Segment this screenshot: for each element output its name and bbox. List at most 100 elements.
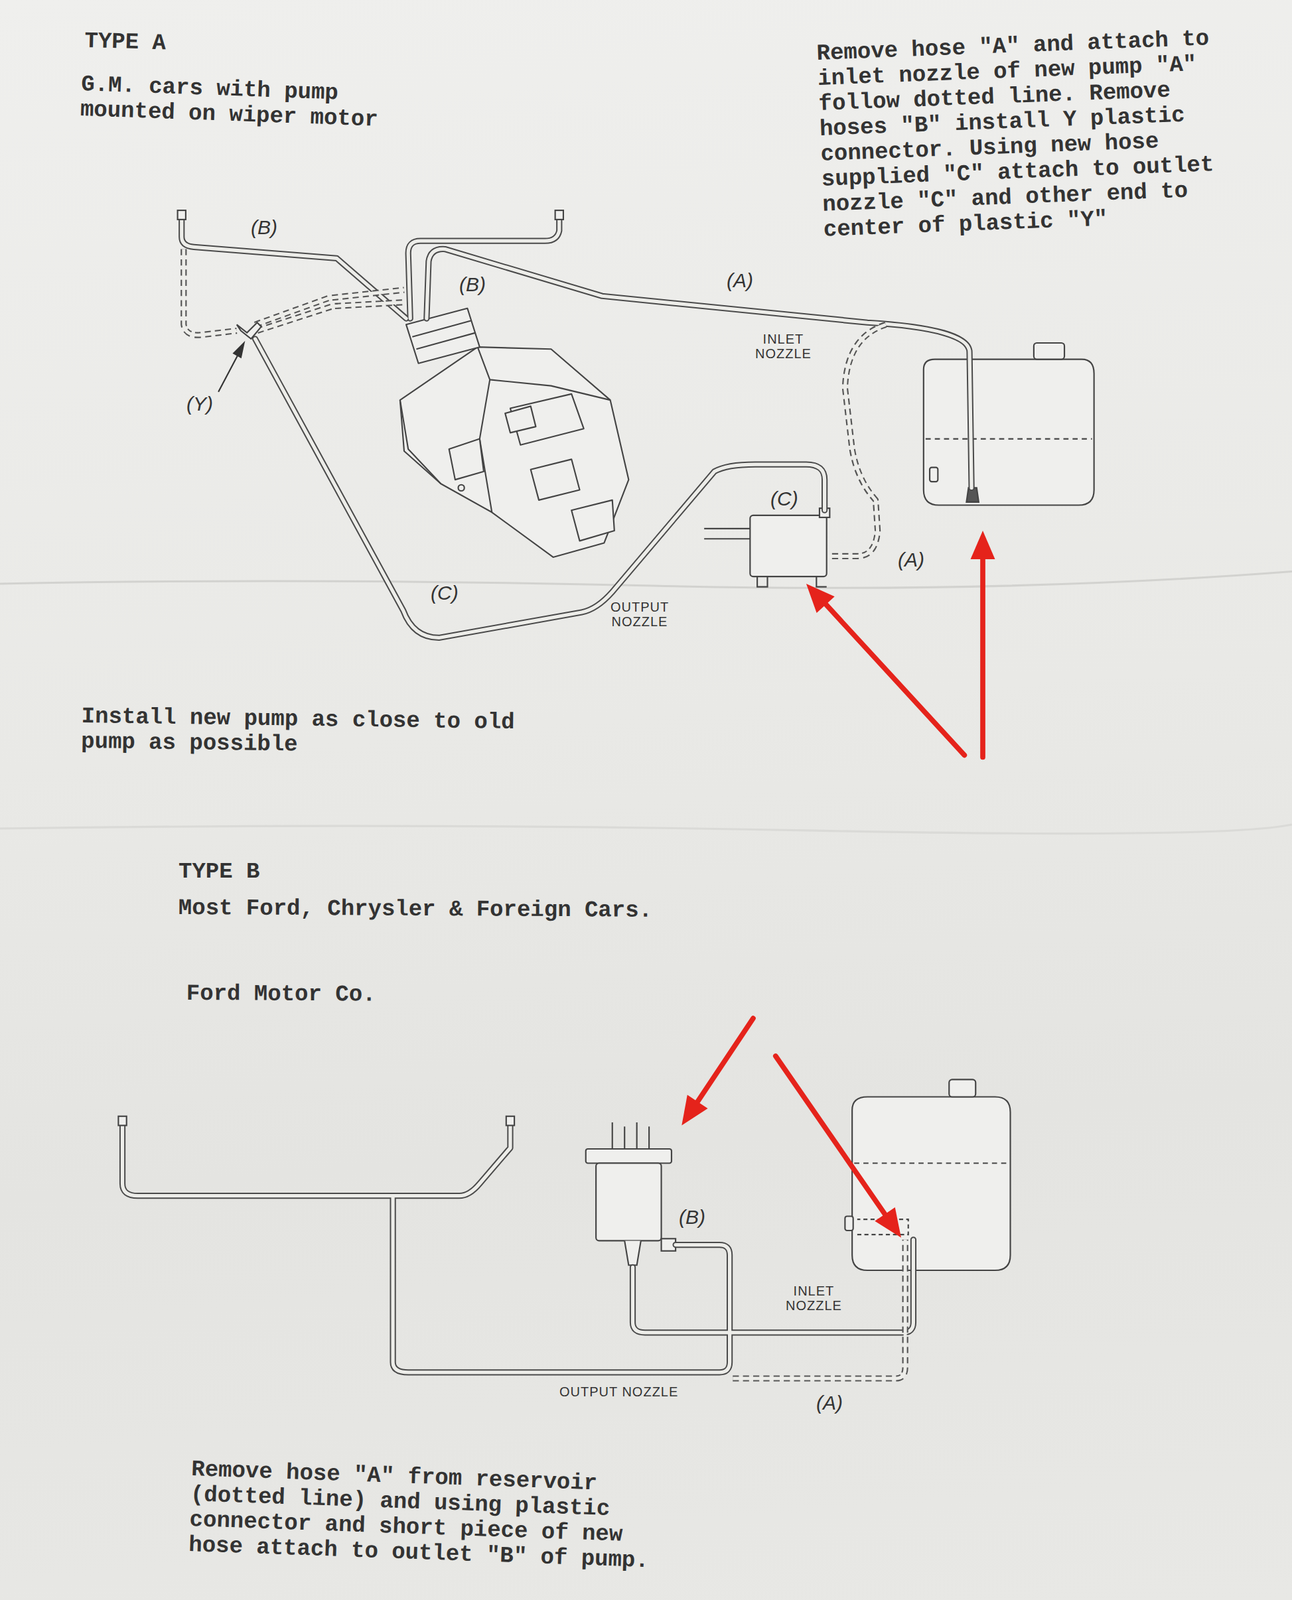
new-pump xyxy=(704,528,750,539)
hose xyxy=(254,339,825,639)
y-connector xyxy=(236,322,262,340)
reservoir xyxy=(929,467,938,483)
reservoir xyxy=(923,343,1095,506)
pump-letter: (C) xyxy=(770,487,799,511)
wiper-motor xyxy=(504,406,536,433)
new-pump xyxy=(585,1149,672,1164)
paper-crease xyxy=(0,572,1292,835)
hose xyxy=(408,216,560,319)
red-arrow xyxy=(980,559,986,758)
nozzle-tip xyxy=(177,210,186,220)
nozzle-tip xyxy=(118,1116,127,1127)
new-pump xyxy=(704,508,830,587)
hose-letter: (A) xyxy=(816,1392,843,1415)
dotted-hose xyxy=(732,1240,906,1379)
instruction-note: Remove hose "A" from reservoir (dotted l… xyxy=(188,1457,659,1575)
reservoir xyxy=(925,438,1093,440)
hose-letter: (B) xyxy=(459,273,486,296)
hose xyxy=(122,1122,914,1373)
section-heading: TYPE B xyxy=(178,859,260,885)
wiper-motor xyxy=(406,308,480,364)
hose xyxy=(633,1240,914,1334)
dotted-hose xyxy=(183,249,237,336)
dotted-hose xyxy=(183,249,886,557)
hose xyxy=(122,1122,511,1197)
nozzle-tip xyxy=(177,210,564,340)
hose xyxy=(633,1240,914,1334)
reservoir xyxy=(844,1079,1010,1271)
section-subtitle: Ford Motor Co. xyxy=(186,981,377,1008)
hose xyxy=(426,248,972,488)
hose-letter: (B) xyxy=(250,216,278,239)
new-pump xyxy=(595,1163,661,1241)
red-arrow xyxy=(681,1094,708,1126)
hose xyxy=(426,248,972,488)
nozzle-label: INLET NOZZLE xyxy=(785,1284,843,1314)
nozzle-label: OUTPUT NOZZLE xyxy=(559,1384,679,1400)
dotted-hose xyxy=(732,1240,906,1379)
wiper-motor xyxy=(477,347,611,401)
hose xyxy=(122,1122,914,1373)
hose xyxy=(181,216,972,638)
nozzle-label: OUTPUT NOZZLE xyxy=(610,599,669,630)
hose xyxy=(122,1122,511,1197)
red-arrow xyxy=(874,1207,902,1239)
wiper-motor xyxy=(571,500,615,542)
hose-letter: (A) xyxy=(897,548,925,572)
new-pump xyxy=(585,1122,676,1266)
wiper-motor xyxy=(458,485,465,492)
hose xyxy=(181,216,972,638)
hose xyxy=(122,1122,914,1373)
nozzle-tip xyxy=(506,1116,515,1127)
hose-letter: (A) xyxy=(726,269,754,292)
connector-letter: (Y) xyxy=(186,392,214,416)
hose-letter: (B) xyxy=(678,1206,706,1229)
leader-arrow xyxy=(218,343,244,393)
reservoir xyxy=(844,1216,853,1231)
nozzle-label: INLET NOZZLE xyxy=(755,331,812,361)
dotted-hose xyxy=(183,249,886,557)
wiper-motor xyxy=(416,333,476,350)
wiper-motor xyxy=(400,400,442,484)
reservoir xyxy=(923,359,1095,506)
wiper-motor xyxy=(400,347,629,558)
red-arrow xyxy=(697,1018,754,1103)
dotted-hose xyxy=(183,249,237,336)
red-arrow xyxy=(970,530,996,560)
red-arrow xyxy=(681,530,995,1239)
dotted-hose xyxy=(828,324,886,557)
dotted-hose xyxy=(732,1240,906,1379)
reservoir xyxy=(948,1079,976,1097)
wiper-motor xyxy=(449,439,484,481)
section-subtitle: G.M. cars with pump mounted on wiper mot… xyxy=(79,71,379,133)
section-heading: TYPE A xyxy=(84,28,166,56)
instruction-note: Remove hose "A" and attach to inlet nozz… xyxy=(816,25,1237,243)
wiper-motor xyxy=(412,320,472,338)
new-pump xyxy=(749,515,827,577)
leader-arrow xyxy=(233,343,244,358)
dotted-hose xyxy=(828,324,886,557)
red-arrow xyxy=(775,1056,886,1215)
new-pump xyxy=(816,576,827,587)
new-pump xyxy=(757,576,768,587)
reservoir xyxy=(852,1097,1010,1271)
hose xyxy=(181,216,972,638)
leader-arrow xyxy=(218,353,239,392)
section-subtitle: Most Ford, Chrysler & Foreign Cars. xyxy=(178,895,653,924)
new-pump xyxy=(624,1240,642,1266)
nozzle-tip xyxy=(118,1116,515,1127)
instruction-note: Install new pump as close to old pump as… xyxy=(80,704,529,761)
red-arrow xyxy=(825,604,965,756)
hose xyxy=(392,1196,730,1373)
dotted-hose xyxy=(183,249,886,557)
hose xyxy=(254,339,825,639)
reservoir xyxy=(854,1162,1008,1164)
paper-crease xyxy=(0,572,1292,589)
wiper-motor xyxy=(479,379,492,513)
nozzle-tip xyxy=(555,210,564,220)
new-pump xyxy=(612,1122,649,1150)
dotted-hose xyxy=(257,301,407,331)
wiper-motor xyxy=(530,459,580,501)
reservoir xyxy=(1033,343,1065,360)
